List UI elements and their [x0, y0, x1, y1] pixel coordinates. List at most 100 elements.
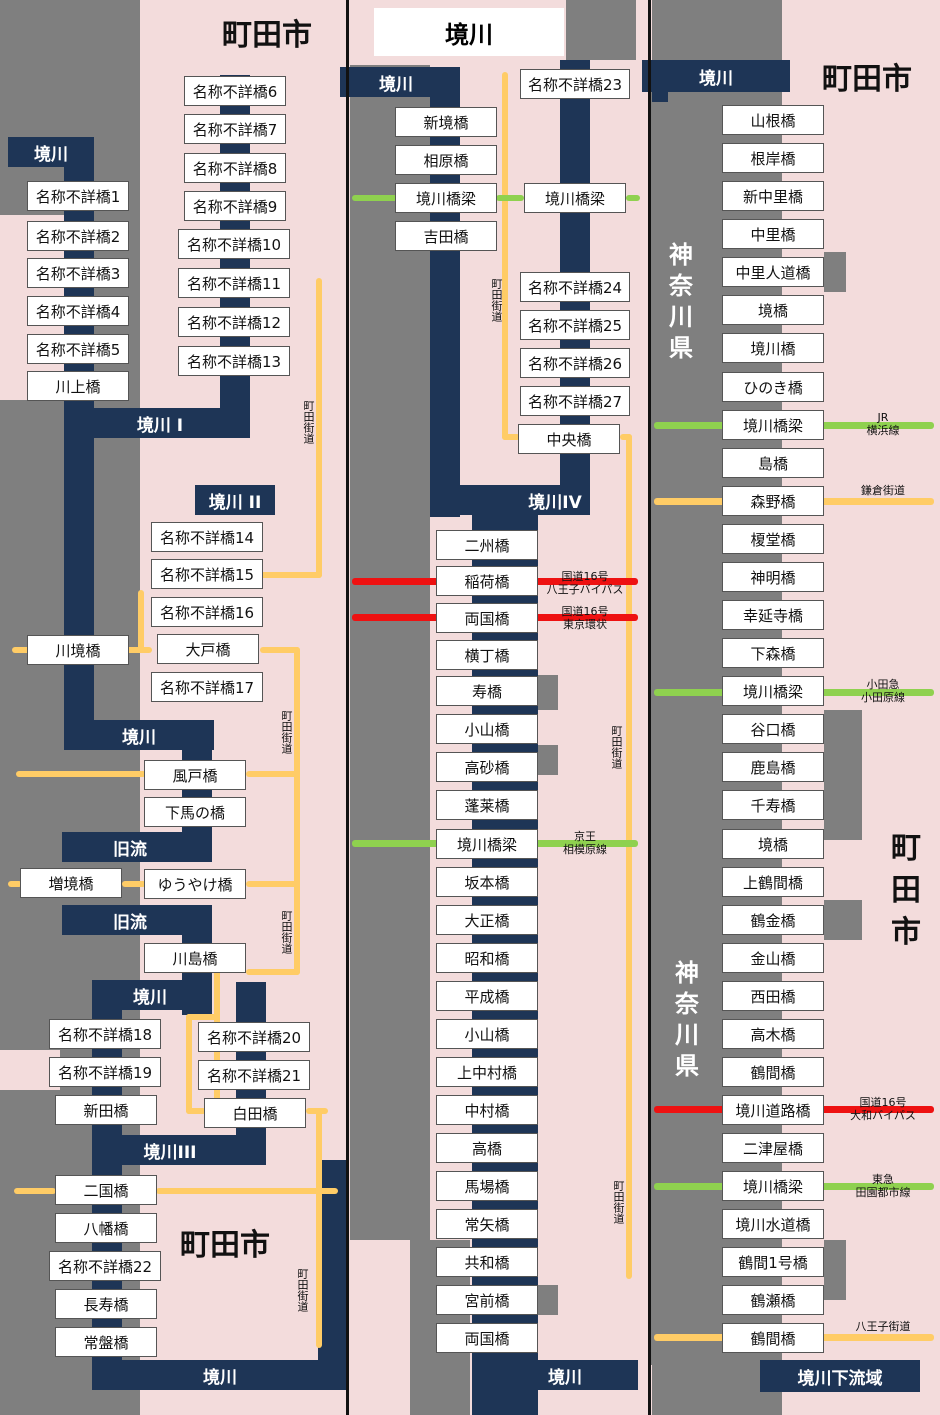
bridge-label: 上中村橋 [436, 1057, 538, 1087]
bridge-label: 二州橋 [436, 530, 538, 560]
page-title: 境川 [374, 8, 564, 56]
annotation: 小田急 小田原線 [861, 678, 905, 704]
bridge-label: 名称不詳橋11 [178, 268, 290, 298]
river [92, 1360, 347, 1390]
bridge-label: 小山橋 [436, 1019, 538, 1049]
river [318, 1160, 347, 1390]
machida-kaido [260, 572, 322, 578]
rail-line [626, 195, 640, 201]
bridge-label: 常盤橋 [55, 1327, 157, 1357]
bridge-label: 中村橋 [436, 1095, 538, 1125]
land-gray [566, 0, 636, 60]
river [430, 67, 460, 517]
land-gray [650, 65, 722, 1365]
annotation: 国道16号 東京環状 [561, 605, 609, 631]
bridge-label: 高橋 [436, 1133, 538, 1163]
bridge-label: 鶴間1号橋 [722, 1247, 824, 1277]
bridge-label: 名称不詳橋19 [49, 1057, 161, 1087]
bridge-label: 大戸橋 [157, 634, 259, 664]
bridge-label: 高木橋 [722, 1019, 824, 1049]
city-label: 町田市 [822, 62, 912, 97]
bridge-label: 名称不詳橋13 [178, 346, 290, 376]
river [760, 1360, 920, 1392]
bridge-label: 鹿島橋 [722, 752, 824, 782]
bridge-label: 常矢橋 [436, 1209, 538, 1239]
rail-line [352, 195, 398, 201]
bridge-label: 川境橋 [27, 635, 129, 665]
bridge-label: 名称不詳橋7 [184, 114, 286, 144]
bridge-label: 幸延寺橋 [722, 600, 824, 630]
bridge-label: 名称不詳橋1 [27, 181, 129, 211]
annotation: 京王 相模原線 [563, 830, 607, 856]
bridge-label: 新田橋 [55, 1095, 157, 1125]
road-label: 町田街道 [280, 910, 293, 954]
river-label: 境川 I [136, 415, 184, 436]
river-label: 境川 II [208, 492, 262, 513]
machida-kaido [186, 1108, 206, 1114]
annotation: 八王子街道 [855, 1320, 911, 1333]
bridge-label: 八幡橋 [55, 1213, 157, 1243]
machida-kaido [14, 1188, 56, 1194]
machida-kaido [316, 1108, 322, 1348]
city-label: 町田市 [891, 831, 921, 950]
machida-kaido [138, 590, 144, 650]
bridge-label: 榎堂橋 [722, 524, 824, 554]
road-label: 町田街道 [280, 710, 293, 754]
bridge-label: 名称不詳橋23 [520, 69, 630, 99]
bridge-label: 名称不詳橋4 [27, 296, 129, 326]
bridge-label: 相原橋 [395, 145, 497, 175]
bridge-label: 稲荷橋 [436, 566, 538, 596]
bridge-label: 馬場橋 [436, 1171, 538, 1201]
land-gray [536, 675, 558, 710]
river-label: 旧流 [113, 839, 147, 860]
bridge-label: 坂本橋 [436, 867, 538, 897]
land-gray [824, 710, 862, 840]
bridge-label: 吉田橋 [395, 221, 497, 251]
annotation: 鎌倉街道 [861, 484, 905, 497]
bridge-label: 根岸橋 [722, 143, 824, 173]
bridge-label: 境橋 [722, 829, 824, 859]
bridge-label: 二国橋 [55, 1175, 157, 1205]
river-label: 境川 [203, 1367, 237, 1388]
bridge-label: 増境橋 [20, 868, 122, 898]
bridge-label: 鶴間橋 [722, 1057, 824, 1087]
bridge-label: 名称不詳橋5 [27, 334, 129, 364]
land-gray [824, 900, 862, 940]
machida-kaido [122, 881, 146, 887]
bridge-label: 鶴金橋 [722, 905, 824, 935]
bridge-label: 両国橋 [436, 603, 538, 633]
bridge-label: 名称不詳橋9 [184, 191, 286, 221]
river-label: 境川 [133, 987, 167, 1008]
bridge-label: 名称不詳橋27 [520, 386, 630, 416]
bridge-label: 川島橋 [144, 943, 246, 973]
bridge-label: 風戸橋 [144, 760, 246, 790]
machida-kaido [502, 434, 520, 440]
bridge-label: 中央橋 [518, 424, 620, 454]
bridge-label: 境川橋梁 [722, 410, 824, 440]
bridge-label: 白田橋 [204, 1098, 306, 1128]
bridge-label: 名称不詳橋2 [27, 221, 129, 251]
bridge-label: 昭和橋 [436, 943, 538, 973]
bridge-label: 境橋 [722, 295, 824, 325]
machida-kaido [186, 1014, 192, 1114]
bridge-label: 二津屋橋 [722, 1133, 824, 1163]
road-label: 町田街道 [612, 1180, 625, 1224]
river-label: 境川 [34, 144, 68, 165]
river-label: 境川下流域 [797, 1368, 883, 1389]
bridge-label: 共和橋 [436, 1247, 538, 1277]
river-label: 境川 [699, 68, 733, 89]
machida-kaido [502, 72, 508, 440]
bridge-label: 新中里橋 [722, 181, 824, 211]
road-label: 町田街道 [302, 400, 315, 444]
land-gray [824, 252, 846, 292]
bridge-label: 新境橋 [395, 107, 497, 137]
bridge-label: 名称不詳橋17 [151, 672, 263, 702]
river-label: 境川 [548, 1367, 582, 1388]
machida-kaido [246, 969, 300, 975]
machida-kaido [246, 881, 300, 887]
rail-line [496, 195, 524, 201]
land-pink [350, 1240, 410, 1415]
bridge-label: 長寿橋 [55, 1289, 157, 1319]
bridge-label: 小山橋 [436, 714, 538, 744]
bridge-label: 名称不詳橋20 [198, 1022, 310, 1052]
